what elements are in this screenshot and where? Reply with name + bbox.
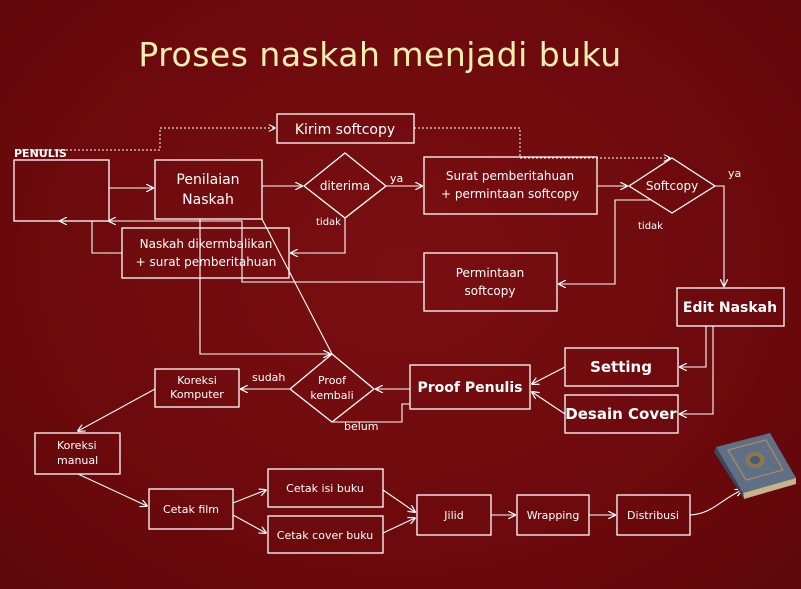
penilaian-label-2: Naskah — [182, 192, 234, 208]
cetak-isi-label: Cetak isi buku — [286, 482, 364, 495]
edge-film-isi — [233, 490, 266, 503]
edge-cover-jilid — [383, 518, 415, 533]
edge-edit-setting — [680, 326, 706, 367]
tidak-label-softcopy: tidak — [638, 221, 663, 232]
surat-pemberitahuan-box — [424, 157, 597, 214]
tidak-label-diterima: tidak — [316, 217, 341, 228]
dikembalikan-label-2: + surat pemberitahuan — [136, 255, 277, 269]
permintaan-label-2: softcopy — [465, 284, 516, 298]
proof-kembali-decision — [290, 354, 374, 422]
softcopy-label: Softcopy — [646, 179, 698, 193]
edge-distribusi-book — [690, 490, 742, 515]
koreksi-manual-label-1: Koreksi — [57, 439, 97, 452]
book-icon — [714, 433, 796, 499]
cetak-cover-label: Cetak cover buku — [277, 529, 373, 542]
edge-softcopy-edit — [715, 186, 724, 286]
edge-permintaan-penulis — [109, 221, 424, 282]
jilid-label: Jilid — [443, 509, 463, 522]
edge-manual-film — [78, 474, 147, 506]
proof-kembali-label-1: Proof — [318, 374, 347, 387]
edge-dikembalikan-penulis — [60, 221, 122, 253]
kirim-softcopy-label: Kirim softcopy — [295, 122, 395, 138]
dikembalikan-label-1: Naskah dikermbalikan — [140, 237, 273, 251]
edit-naskah-label: Edit Naskah — [683, 300, 777, 316]
penulis-box — [14, 160, 109, 221]
desain-cover-label: Desain Cover — [565, 405, 677, 423]
edge-desain-proof — [532, 392, 565, 414]
edge-film-cover — [233, 515, 266, 533]
ya-label-diterima: ya — [390, 172, 403, 185]
edge-edit-desain — [680, 326, 713, 414]
wrapping-label: Wrapping — [527, 509, 580, 522]
penilaian-label-1: Penilaian — [176, 172, 239, 188]
edge-kirim-softcopy — [414, 128, 670, 158]
edge-komputer-manual — [78, 389, 155, 431]
distribusi-label: Distribusi — [627, 509, 679, 522]
diterima-label: diterima — [320, 179, 370, 193]
penilaian-naskah-box — [155, 160, 262, 219]
ya-label-softcopy: ya — [728, 167, 741, 180]
setting-label: Setting — [590, 358, 652, 376]
koreksi-manual-label-2: manual — [57, 454, 98, 467]
permintaan-softcopy-box — [424, 253, 557, 311]
koreksi-komputer-label-1: Koreksi — [177, 374, 217, 387]
naskah-dikembalikan-box — [122, 228, 289, 278]
surat-label-1: Surat pemberitahuan — [446, 169, 574, 183]
page-title: Proses naskah menjadi buku — [138, 35, 621, 74]
edge-isi-jilid — [383, 490, 415, 512]
permintaan-label-1: Permintaan — [456, 266, 525, 280]
penulis-label: PENULIS — [14, 147, 67, 160]
proof-kembali-label-2: kembali — [310, 389, 353, 402]
edge-loop-right — [262, 219, 332, 354]
cetak-film-label: Cetak film — [163, 503, 219, 516]
proof-penulis-label: Proof Penulis — [418, 380, 523, 396]
sudah-label: sudah — [252, 371, 285, 384]
edge-softcopy-permintaan — [559, 200, 650, 284]
surat-label-2: + permintaan softcopy — [441, 187, 579, 201]
edge-setting-proof — [532, 367, 565, 384]
koreksi-komputer-label-2: Komputer — [170, 388, 224, 401]
